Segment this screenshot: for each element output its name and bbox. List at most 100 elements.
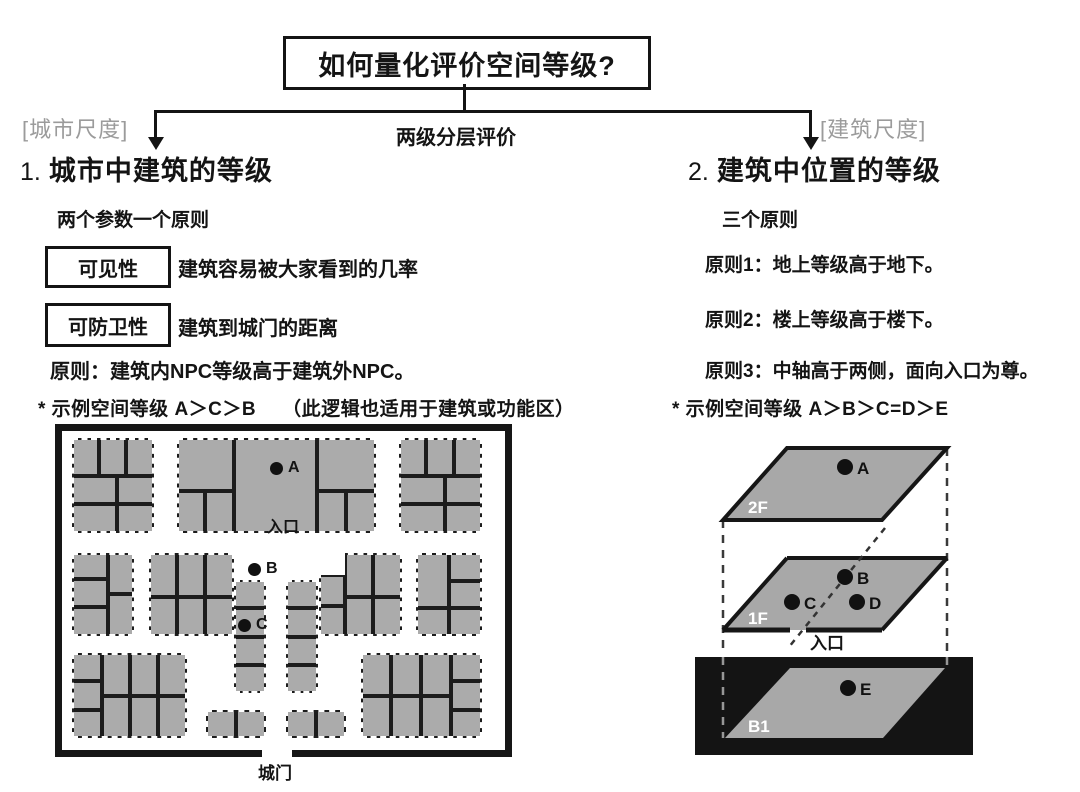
floor-point-a-label: A bbox=[857, 459, 869, 478]
building-room bbox=[234, 580, 266, 608]
building-room bbox=[345, 597, 373, 636]
building-room bbox=[99, 438, 126, 476]
building-block bbox=[206, 710, 266, 738]
building-room bbox=[426, 438, 454, 476]
connector-horizontal-line bbox=[154, 110, 812, 113]
arrow-down-icon bbox=[803, 137, 819, 150]
building-room bbox=[108, 594, 134, 636]
floor-point-c-label: C bbox=[804, 594, 816, 613]
map-point-b: B bbox=[248, 560, 278, 578]
floor1-right-edge bbox=[880, 556, 949, 632]
building-room bbox=[449, 608, 482, 636]
building-room bbox=[234, 665, 266, 693]
building-room bbox=[117, 476, 154, 504]
floor2-slab bbox=[718, 446, 952, 522]
building-room bbox=[416, 608, 449, 636]
basement-label: B1 bbox=[748, 717, 770, 736]
map-point-a: A bbox=[270, 459, 300, 477]
left-heading-text: 城市中建筑的等级 bbox=[48, 156, 273, 186]
building-room bbox=[454, 438, 482, 476]
building-room bbox=[206, 710, 236, 738]
point-dot-icon bbox=[238, 618, 251, 632]
building-room bbox=[361, 653, 391, 696]
building-room bbox=[399, 504, 445, 533]
floor-stack-diagram: A B C D E 2F 1F B1 入口 bbox=[695, 446, 973, 755]
building-room bbox=[445, 476, 482, 504]
building-room bbox=[286, 608, 318, 637]
point-dot-icon bbox=[837, 569, 853, 585]
building-room bbox=[72, 579, 108, 607]
building-room bbox=[158, 696, 187, 738]
point-dot-icon bbox=[270, 461, 283, 475]
map-entrance-label: 入口 bbox=[266, 519, 299, 536]
building-block bbox=[149, 553, 234, 636]
defensibility-term-box: 可防卫性 bbox=[45, 303, 171, 347]
building-room bbox=[72, 476, 117, 504]
point-dot-icon bbox=[784, 594, 800, 610]
building-room bbox=[72, 607, 108, 636]
building-room bbox=[72, 681, 102, 710]
building-room bbox=[117, 504, 154, 533]
left-section-heading: 1. 城市中建筑的等级 bbox=[20, 149, 273, 188]
building-room bbox=[449, 553, 482, 581]
building-block bbox=[72, 438, 154, 533]
building-room bbox=[373, 597, 402, 636]
building-room bbox=[451, 681, 482, 710]
floor1-left-edge bbox=[721, 556, 789, 632]
floor1-slab bbox=[723, 558, 947, 630]
building-room bbox=[345, 553, 373, 597]
building-room bbox=[317, 438, 376, 491]
building-room bbox=[177, 597, 205, 636]
connector-right-stem bbox=[809, 110, 812, 138]
building-block bbox=[286, 710, 346, 738]
building-room bbox=[286, 637, 318, 665]
building-room bbox=[286, 580, 318, 608]
building-room bbox=[399, 476, 445, 504]
building-room bbox=[205, 553, 234, 597]
arrow-down-icon bbox=[148, 137, 164, 150]
building-room bbox=[319, 606, 345, 636]
right-example: * 示例空间等级 A＞B＞C=D＞E bbox=[672, 399, 949, 420]
building-room bbox=[361, 696, 391, 738]
building-block bbox=[399, 438, 482, 533]
city-gate-opening bbox=[262, 750, 292, 757]
building-room bbox=[149, 553, 177, 597]
point-dot-icon bbox=[849, 594, 865, 610]
building-room bbox=[346, 491, 376, 533]
floor-point-e-label: E bbox=[860, 680, 871, 699]
left-example-text: * 示例空间等级 A＞C＞B bbox=[38, 399, 257, 420]
building-room bbox=[399, 438, 426, 476]
building-block bbox=[72, 553, 134, 636]
building-room bbox=[286, 710, 316, 738]
city-map: A B C 入口 bbox=[55, 424, 512, 757]
building-block bbox=[416, 553, 482, 636]
city-gate-label: 城门 bbox=[258, 764, 292, 783]
branch-label: 两级分层评价 bbox=[396, 127, 516, 149]
building-room bbox=[391, 653, 421, 696]
building-block bbox=[361, 653, 482, 738]
left-example-note: （此逻辑也适用于建筑或功能区） bbox=[282, 399, 575, 420]
right-principle-2: 原则2：楼上等级高于楼下。 bbox=[705, 310, 944, 331]
floor-entrance-label: 入口 bbox=[810, 634, 844, 653]
right-heading-text: 建筑中位置的等级 bbox=[716, 156, 941, 186]
building-room bbox=[391, 696, 421, 738]
right-section-heading: 2. 建筑中位置的等级 bbox=[688, 149, 941, 188]
right-principle-3: 原则3：中轴高于两侧，面向入口为尊。 bbox=[705, 361, 1039, 382]
building-room bbox=[72, 710, 102, 738]
building-room bbox=[319, 575, 345, 606]
point-dot-icon bbox=[248, 562, 261, 576]
floor2-label: 2F bbox=[748, 498, 768, 517]
building-room bbox=[449, 581, 482, 608]
building-room bbox=[72, 438, 99, 476]
building-room bbox=[102, 696, 130, 738]
building-room bbox=[421, 696, 451, 738]
left-heading-number: 1. bbox=[20, 158, 41, 186]
building-room bbox=[373, 553, 402, 597]
connector-stub bbox=[463, 84, 466, 111]
building-room bbox=[286, 665, 318, 693]
map-point-c-label: C bbox=[256, 616, 268, 633]
building-room bbox=[317, 491, 346, 533]
building-room bbox=[126, 438, 154, 476]
building-room bbox=[72, 553, 108, 579]
